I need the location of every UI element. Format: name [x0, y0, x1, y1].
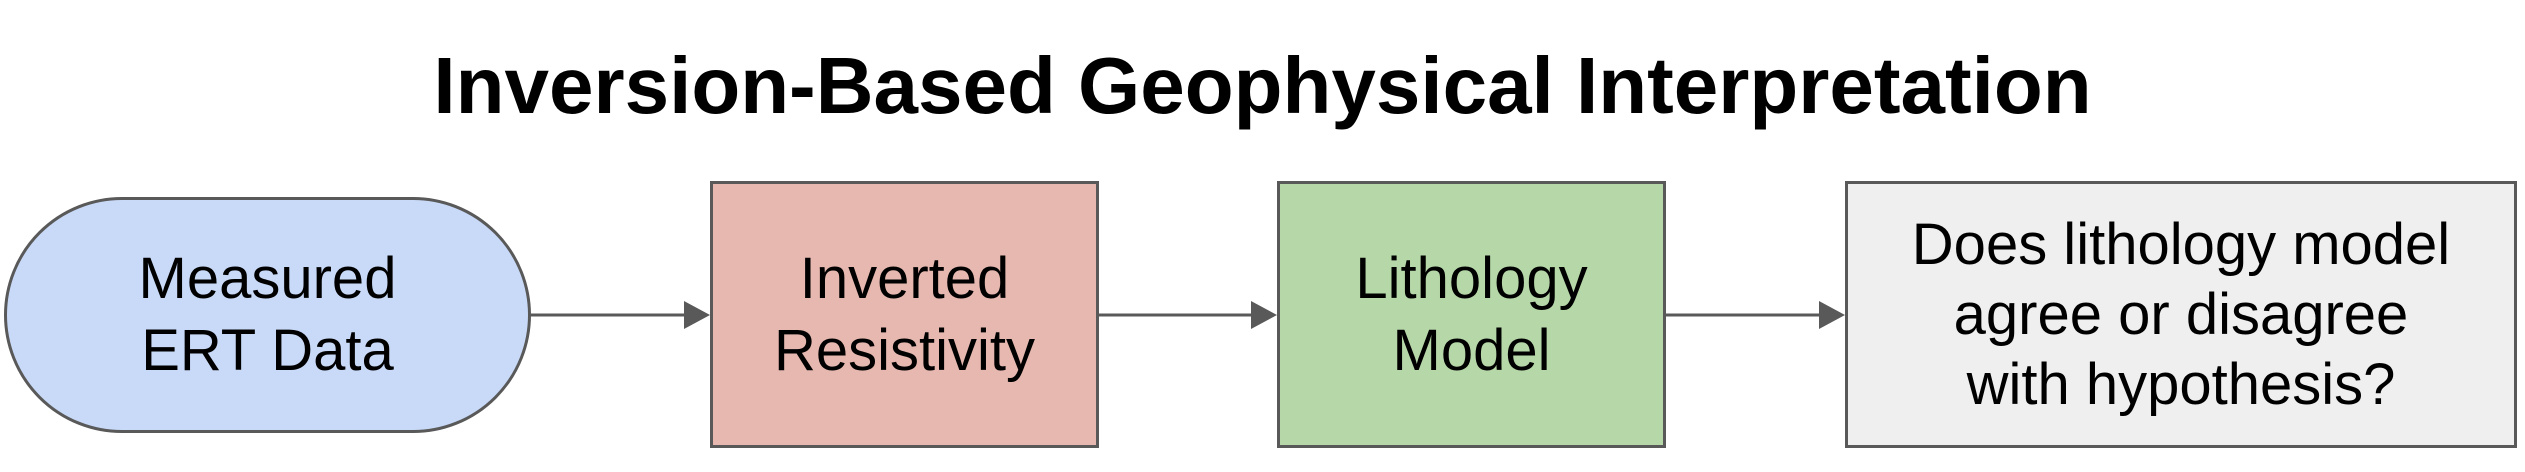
node-label-line: Does lithology model [1911, 211, 2451, 277]
arrow-lithology-to-question [1666, 301, 1845, 329]
node-label-line: ERT Data [141, 318, 394, 383]
node-label-line: agree or disagree [1953, 281, 2409, 347]
node-label-line: Lithology [1355, 245, 1588, 311]
arrow-inverted-to-lithology [1099, 301, 1277, 329]
inverted-resistivity-node: Inverted Resistivity [710, 181, 1099, 448]
arrow-measured-to-inverted [531, 301, 710, 329]
node-label-line: Model [1392, 317, 1551, 383]
node-label-line: Inverted [799, 245, 1010, 311]
measured-ert-data-node: Measured ERT Data [4, 197, 531, 433]
diagram-title: Inversion-Based Geophysical Interpretati… [433, 41, 2092, 130]
node-label-line: Measured [138, 246, 397, 311]
hypothesis-question-node: Does lithology model agree or disagree w… [1845, 181, 2517, 448]
lithology-model-node: Lithology Model [1277, 181, 1666, 448]
node-label-line: Resistivity [773, 317, 1036, 383]
node-label-line: with hypothesis? [1966, 351, 2396, 417]
